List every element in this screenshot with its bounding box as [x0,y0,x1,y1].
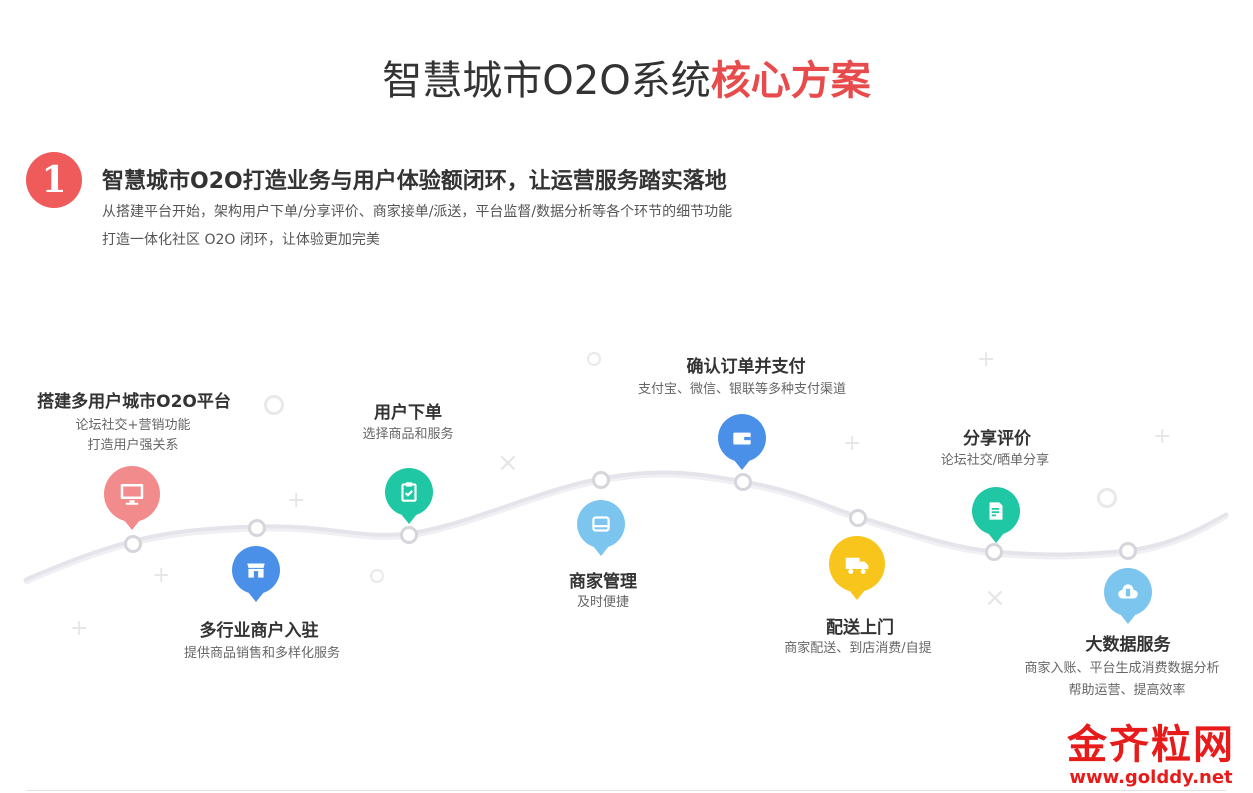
decor-cross-icon: × [984,583,1006,613]
title-main: 智慧城市O2O系统 [382,58,711,104]
bottom-divider [26,790,1226,791]
timeline-node [849,509,867,527]
title-accent: 核心方案 [710,58,871,104]
inbox-icon [577,500,625,556]
timeline-node [734,473,752,491]
timeline-node [400,526,418,544]
step-title-delivery: 配送上门 [826,618,894,638]
watermark-text: 金齐粒网 [1067,721,1235,768]
decor-ring-icon [1097,488,1117,508]
timeline-node [592,471,610,489]
watermark-url: www.golddy.net [1069,767,1233,788]
step-title-user-order: 用户下单 [374,403,442,423]
section-number-badge: 1 [26,152,82,208]
truck-icon [829,536,885,600]
decor-ring-icon [370,569,384,583]
step-title-share-review: 分享评价 [963,429,1031,449]
step-title-confirm-pay: 确认订单并支付 [686,357,806,377]
storefront-icon [232,546,280,602]
step-sub-delivery: 商家配送、到店消费/自提 [784,641,932,656]
timeline-node [248,519,266,537]
cloud-data-icon [1104,568,1152,624]
step-sub-confirm-pay: 支付宝、微信、银联等多种支付渠道 [637,382,847,397]
decor-plus-icon: + [977,347,996,372]
section-description-line-1: 从搭建平台开始，架构用户下单/分享评价、商家接单/派送，平台监督/数据分析等各个… [102,204,733,220]
timeline-node [1119,542,1137,560]
timeline-node [124,535,142,553]
clipboard-check-icon [385,468,433,524]
monitor-icon [104,466,160,530]
site-watermark: 金齐粒网 www.golddy.net [1067,722,1235,788]
step-sub-big-data-2: 帮助运营、提高效率 [1068,683,1186,698]
decor-ring-icon [264,395,284,415]
step-sub-merchant-management: 及时便捷 [576,595,630,610]
step-sub-big-data: 商家入账、平台生成消费数据分析 [1024,661,1220,676]
step-title-merchant-management: 商家管理 [569,572,637,592]
decor-plus-icon: + [1153,424,1172,449]
step-title-merchant-onboarding: 多行业商户入驻 [199,621,319,641]
step-sub-build-platform: 论坛社交+营销功能 [75,418,191,433]
step-title-build-platform: 搭建多用户城市O2O平台 [37,392,231,412]
decor-cross-icon: × [497,448,519,478]
decor-plus-icon: + [843,431,862,456]
decor-plus-icon: + [287,488,306,513]
decor-plus-icon: + [70,616,89,641]
section-description-line-2: 打造一体化社区 O2O 闭环，让体验更加完美 [102,232,380,248]
step-sub-merchant-onboarding: 提供商品销售和多样化服务 [183,646,341,661]
step-title-big-data: 大数据服务 [1085,635,1171,655]
step-sub-user-order: 选择商品和服务 [362,427,454,442]
page-title: 智慧城市O2O系统核心方案 [0,48,1253,106]
step-sub-build-platform-2: 打造用户强关系 [87,438,179,453]
section-heading: 智慧城市O2O打造业务与用户体验额闭环，让运营服务踏实落地 [102,169,727,194]
decor-plus-icon: + [152,563,171,588]
wallet-icon [718,414,766,470]
decor-ring-icon [587,352,601,366]
timeline-node [985,543,1003,561]
step-sub-share-review: 论坛社交/晒单分享 [940,453,1050,468]
document-edit-icon [972,487,1020,543]
